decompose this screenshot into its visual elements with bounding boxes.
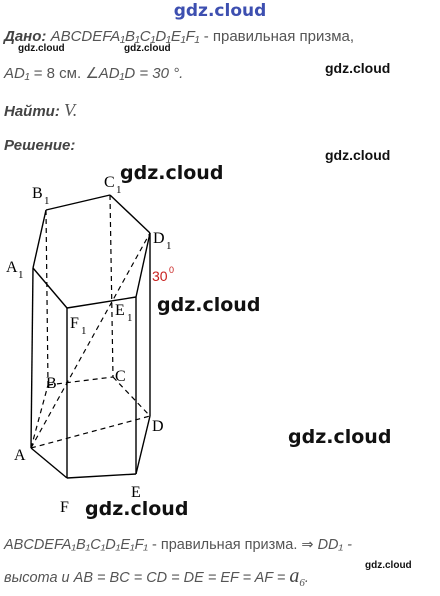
label-C1-index: 1 bbox=[116, 184, 122, 196]
given-angle: ∠AD₁D = 30 °. bbox=[85, 65, 184, 82]
label-B: B bbox=[46, 375, 57, 392]
side-a6-index: 6 bbox=[299, 576, 305, 589]
find-line: Найти: V. bbox=[4, 100, 77, 121]
segment-AD1 bbox=[30, 232, 151, 449]
given-prism: ABCDEFA₁B₁C₁D₁E₁F₁ bbox=[50, 28, 200, 45]
edge-D1E1 bbox=[135, 232, 151, 298]
edge-AB bbox=[30, 384, 49, 449]
label-C: C bbox=[115, 368, 126, 385]
edge-FE bbox=[66, 473, 137, 479]
site-header-logo[interactable]: gdz.cloud bbox=[173, 1, 267, 21]
given-segment: AD₁ bbox=[4, 65, 30, 82]
find-value: V. bbox=[64, 100, 78, 120]
given-label: Дано: bbox=[4, 28, 47, 45]
watermark: gdz.cloud bbox=[85, 498, 189, 520]
label-C1: C bbox=[104, 174, 115, 191]
label-F1-index: 1 bbox=[81, 325, 87, 337]
implies-arrow: ⇒ bbox=[301, 537, 314, 553]
prism-solid-edges bbox=[30, 194, 151, 479]
solution-label: Решение: bbox=[4, 137, 76, 154]
solution-text-line-1: ABCDEFA₁B₁C₁D₁E₁F₁ - правильная призма. … bbox=[4, 537, 352, 553]
label-E: E bbox=[131, 484, 141, 501]
find-label: Найти: bbox=[4, 103, 60, 120]
label-F: F bbox=[60, 499, 69, 516]
edge-AF bbox=[30, 447, 68, 479]
watermark: gdz.cloud bbox=[325, 147, 391, 163]
watermark: gdz.cloud bbox=[288, 426, 392, 448]
given-line-1: Дано: ABCDEFA₁B₁C₁D₁E₁F₁ - правильная пр… bbox=[4, 28, 354, 45]
prism-figure: A B C D E F A 1 B 1 C 1 D 1 E 1 F 1 30 0 bbox=[6, 174, 174, 516]
label-E1: E bbox=[115, 302, 125, 319]
edge-BB1 bbox=[45, 209, 49, 386]
edge-CC1 bbox=[109, 194, 114, 378]
watermark: gdz.cloud bbox=[18, 43, 65, 54]
edge-A1B1 bbox=[32, 209, 47, 269]
label-A1-index: 1 bbox=[18, 269, 24, 281]
label-E1-index: 1 bbox=[127, 312, 133, 324]
watermark: gdz.cloud bbox=[120, 162, 224, 184]
edge-E1F1 bbox=[66, 296, 137, 309]
watermark: gdz.cloud bbox=[124, 43, 171, 54]
given-line-2: AD₁ = 8 см. ∠AD₁D = 30 °. bbox=[4, 64, 183, 82]
prism-hidden-edges bbox=[30, 194, 151, 449]
label-A: A bbox=[14, 447, 26, 464]
edge-ED bbox=[135, 415, 151, 475]
label-D: D bbox=[152, 418, 164, 435]
edge-F1A1 bbox=[32, 267, 68, 309]
side-a6: a bbox=[289, 565, 300, 587]
label-A1: A bbox=[6, 259, 18, 276]
edge-BC bbox=[47, 376, 114, 386]
edge-AA1 bbox=[30, 267, 34, 449]
label-F1: F bbox=[70, 315, 79, 332]
label-D1: D bbox=[153, 230, 165, 247]
angle-label: 30 bbox=[152, 268, 168, 284]
label-D1-index: 1 bbox=[166, 240, 172, 252]
bottom-height-segment: DD₁ - bbox=[313, 537, 352, 553]
segment-AD bbox=[30, 415, 151, 449]
watermark: gdz.cloud bbox=[325, 60, 391, 76]
bottom-equalities: высота и AB = BC = CD = DE = EF = AF = bbox=[4, 570, 290, 586]
bottom-prism-text: - правильная призма. bbox=[148, 537, 302, 553]
given-length: = 8 см. bbox=[29, 65, 86, 82]
label-B1: B bbox=[32, 185, 43, 202]
solution-line: Решение: bbox=[4, 137, 75, 154]
bottom-prism: ABCDEFA₁B₁C₁D₁E₁F₁ bbox=[4, 537, 148, 553]
solution-text-line-2: высота и AB = BC = CD = DE = EF = AF = a… bbox=[4, 565, 309, 589]
angle-degree: 0 bbox=[169, 265, 174, 275]
edge-C1D1 bbox=[109, 194, 151, 234]
watermark: gdz.cloud bbox=[365, 560, 412, 571]
edge-B1C1 bbox=[45, 194, 111, 211]
watermark: gdz.cloud bbox=[157, 294, 261, 316]
bottom-end: . bbox=[304, 570, 309, 586]
label-B1-index: 1 bbox=[44, 195, 50, 207]
given-prism-text: - правильная призма, bbox=[199, 28, 355, 45]
